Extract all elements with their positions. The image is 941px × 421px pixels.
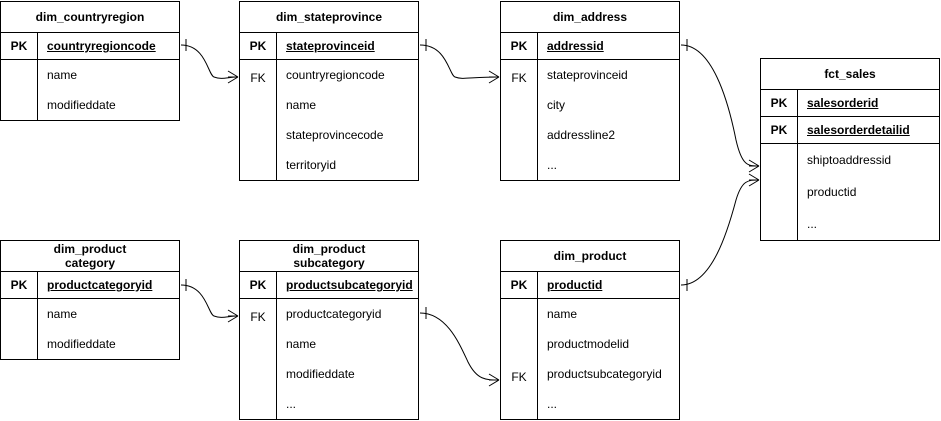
relationship-productcategory-productsubcategory — [180, 279, 239, 323]
relationship-productsubcategory-product — [419, 307, 500, 387]
key-badge — [1, 299, 38, 359]
key-badge — [761, 144, 798, 240]
attribute-name: countryregioncode — [286, 68, 385, 82]
attribute-name: name — [286, 98, 317, 112]
key-badge-pk: PK — [1, 272, 38, 298]
attribute-list: shiptoaddressid productid ... — [798, 144, 939, 240]
attribute-name: productsubcategoryid — [547, 367, 662, 381]
attribute-name: countryregioncode — [47, 39, 156, 53]
attribute-name: name — [47, 307, 78, 321]
key-badge-fk: FK — [240, 299, 277, 419]
entity-title: dim_product category — [1, 241, 179, 272]
attribute-name: name — [547, 307, 578, 321]
attribute-group: FK productcategoryid name modifieddate .… — [240, 299, 418, 419]
relationship-address-fctsales — [680, 39, 760, 173]
relationship-countryregion-stateprovince — [180, 39, 239, 84]
attribute-list: countryregioncode name stateprovincecode… — [277, 60, 418, 180]
entity-fct-sales[interactable]: fct_sales PK salesorderid PK salesorderd… — [760, 58, 940, 241]
attribute-group: FK countryregioncode name stateprovincec… — [240, 60, 418, 180]
key-badge-pk: PK — [240, 272, 277, 298]
attribute-name: stateprovincecode — [286, 128, 384, 142]
attribute-list: name modifieddate — [38, 60, 179, 120]
attribute-group: name modifieddate — [1, 60, 179, 120]
attribute-name: city — [547, 98, 565, 112]
entity-title: dim_product — [501, 241, 679, 272]
attribute-name: productcategoryid — [286, 307, 382, 321]
key-badge-fk: FK — [501, 299, 538, 419]
key-badge-pk: PK — [1, 33, 38, 59]
key-row[interactable]: PK addressid — [501, 33, 679, 60]
key-row[interactable]: PK stateprovinceid — [240, 33, 418, 60]
attribute-name: ... — [286, 397, 297, 411]
key-badge-pk: PK — [501, 272, 538, 298]
attribute-group: name modifieddate — [1, 299, 179, 359]
attribute-list: name productmodelid productsubcategoryid… — [538, 299, 679, 419]
entity-title: fct_sales — [761, 59, 939, 90]
attribute-name: productid — [547, 278, 603, 292]
entity-dim-stateprovince[interactable]: dim_stateprovince PK stateprovinceid FK … — [239, 1, 419, 181]
key-row[interactable]: PK productsubcategoryid — [240, 272, 418, 299]
attribute-name: productsubcategoryid — [286, 278, 413, 292]
entity-title: dim_product subcategory — [240, 241, 418, 272]
attribute-name: salesorderid — [807, 96, 879, 110]
key-row[interactable]: PK productid — [501, 272, 679, 299]
entity-dim-product[interactable]: dim_product PK productid FK name product… — [500, 240, 680, 420]
attribute-name: salesorderdetailid — [807, 123, 910, 137]
attribute-name: name — [286, 337, 317, 351]
key-row[interactable]: PK salesorderdetailid — [761, 117, 939, 144]
attribute-name: ... — [547, 158, 558, 172]
attribute-name: shiptoaddressid — [807, 153, 892, 167]
entity-title: dim_countryregion — [1, 2, 179, 33]
attribute-name: addressid — [547, 39, 604, 53]
relationship-product-fctsales — [680, 173, 760, 291]
key-badge-pk: PK — [501, 33, 538, 59]
attribute-name: productmodelid — [547, 337, 630, 351]
attribute-name: modifieddate — [47, 98, 116, 112]
attribute-name: ... — [807, 217, 818, 231]
entity-title: dim_stateprovince — [240, 2, 418, 33]
attribute-group: shiptoaddressid productid ... — [761, 144, 939, 240]
attribute-name: stateprovinceid — [547, 68, 628, 82]
attribute-name: territoryid — [286, 158, 337, 172]
key-row[interactable]: PK productcategoryid — [1, 272, 179, 299]
attribute-name: name — [47, 68, 78, 82]
attribute-name: productcategoryid — [47, 278, 153, 292]
attribute-list: productcategoryid name modifieddate ... — [277, 299, 418, 419]
entity-dim-countryregion[interactable]: dim_countryregion PK countryregioncode n… — [0, 1, 180, 121]
entity-dim-productsubcategory[interactable]: dim_product subcategory PK productsubcat… — [239, 240, 419, 420]
attribute-name: stateprovinceid — [286, 39, 375, 53]
key-badge — [1, 60, 38, 120]
attribute-name: addressline2 — [547, 128, 616, 142]
entity-title: dim_address — [501, 2, 679, 33]
attribute-group: FK stateprovinceid city addressline2 ... — [501, 60, 679, 180]
key-badge-fk: FK — [240, 60, 277, 180]
key-badge-pk: PK — [761, 90, 798, 116]
entity-dim-productcategory[interactable]: dim_product category PK productcategoryi… — [0, 240, 180, 360]
attribute-name: ... — [547, 397, 558, 411]
key-badge-fk: FK — [501, 60, 538, 180]
entity-dim-address[interactable]: dim_address PK addressid FK stateprovinc… — [500, 1, 680, 181]
attribute-group: FK name productmodelid productsubcategor… — [501, 299, 679, 419]
key-badge-pk: PK — [240, 33, 277, 59]
key-row[interactable]: PK countryregioncode — [1, 33, 179, 60]
key-row[interactable]: PK salesorderid — [761, 90, 939, 117]
attribute-name: modifieddate — [47, 337, 116, 351]
attribute-list: stateprovinceid city addressline2 ... — [538, 60, 679, 180]
attribute-name: productid — [807, 185, 857, 199]
attribute-list: name modifieddate — [38, 299, 179, 359]
relationship-stateprovince-address — [419, 39, 500, 84]
key-badge-pk: PK — [761, 117, 798, 143]
attribute-name: modifieddate — [286, 367, 355, 381]
